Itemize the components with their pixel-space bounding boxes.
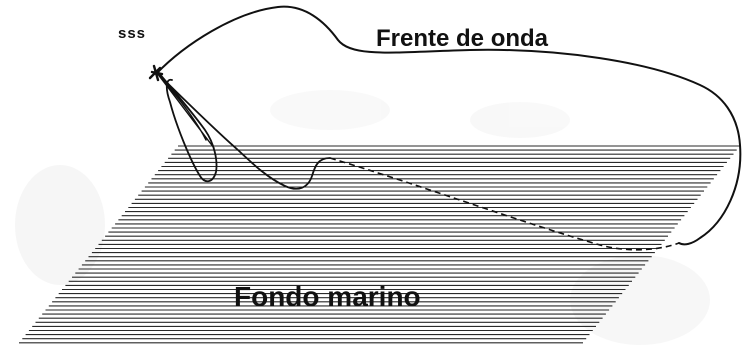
beam-edge-lines	[156, 72, 215, 149]
beam-dashed-path	[329, 157, 680, 251]
side-lobe	[157, 73, 331, 190]
transducer-icon	[148, 64, 164, 82]
wavefront-label: Frente de onda	[376, 25, 549, 52]
wavefront-outline	[155, 5, 742, 246]
beam-lobe	[157, 71, 218, 183]
seafloor-label: Fondo marino	[234, 281, 421, 312]
sonar-label: sss	[118, 25, 146, 42]
seafloor-hatching	[19, 145, 740, 344]
